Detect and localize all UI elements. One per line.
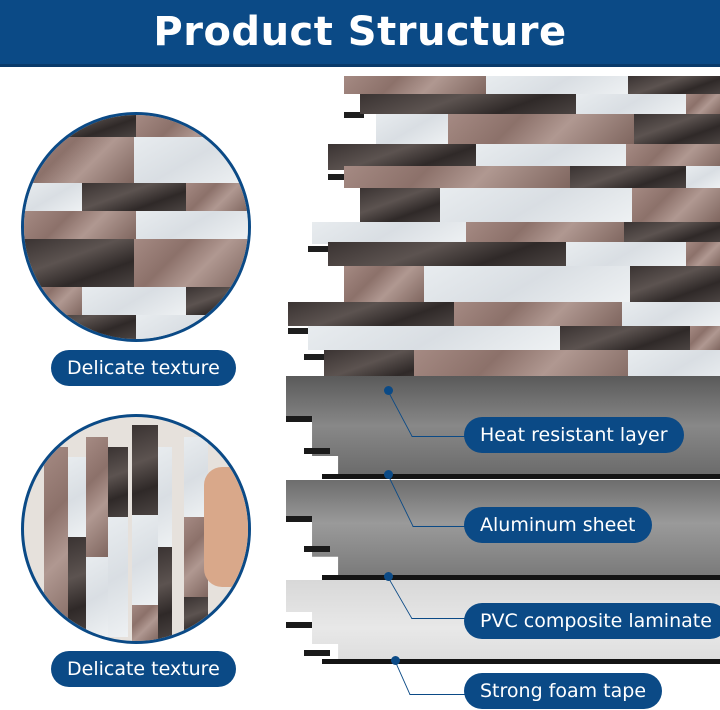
header-banner: Product Structure — [0, 0, 720, 67]
layer-label-foam-tape: Strong foam tape — [464, 673, 663, 709]
hand-shape — [204, 467, 248, 587]
texture-label-2: Delicate texture — [51, 651, 236, 687]
layer-label-heat-resistant: Heat resistant layer — [464, 417, 684, 453]
page-title: Product Structure — [153, 9, 567, 55]
layer-label-aluminum: Aluminum sheet — [464, 507, 652, 543]
layer-label-pvc: PVC composite laminate — [464, 603, 720, 639]
application-demo-image — [21, 414, 251, 644]
texture-label-1: Delicate texture — [51, 350, 236, 386]
texture-closeup-image — [21, 112, 251, 342]
